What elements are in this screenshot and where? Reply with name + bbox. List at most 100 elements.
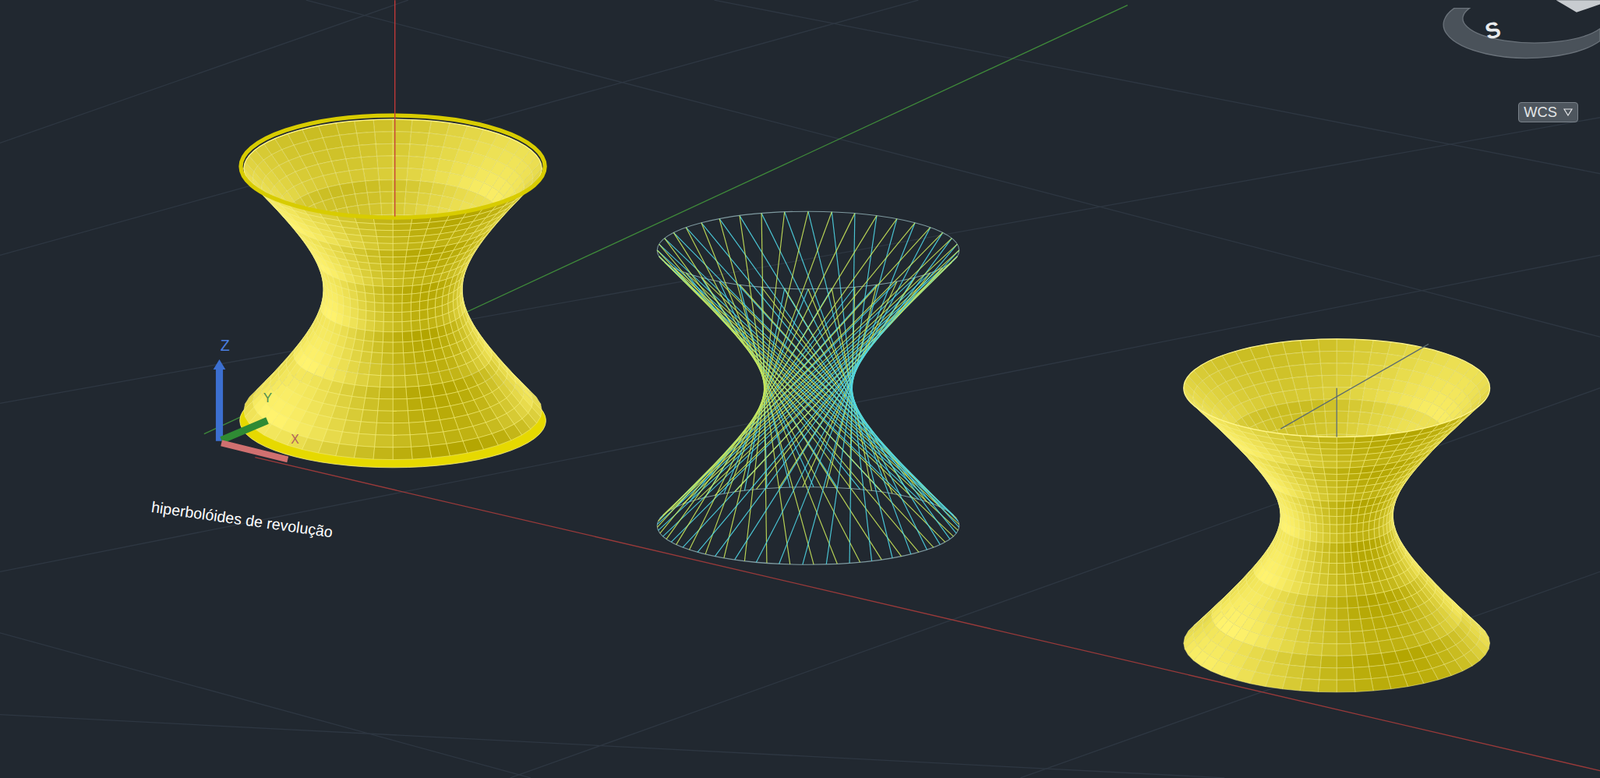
surface-facet xyxy=(377,410,394,424)
surface-facet xyxy=(355,328,366,341)
surface-facet xyxy=(356,318,367,330)
base-flange xyxy=(240,373,547,467)
surface-facet xyxy=(392,294,403,304)
ruling-line xyxy=(802,218,898,565)
surface-facet xyxy=(374,434,393,448)
surface-facet xyxy=(379,375,393,388)
surface-facet xyxy=(402,277,414,287)
surface-facet xyxy=(420,328,431,341)
surface-facet xyxy=(366,301,375,312)
surface-facet xyxy=(392,243,408,251)
surface-facet xyxy=(410,320,421,332)
surface-facet xyxy=(411,284,422,294)
surface-facet xyxy=(370,352,383,364)
surface-facet xyxy=(382,332,393,343)
surface-facet xyxy=(354,120,375,134)
surface-facet xyxy=(367,374,382,388)
surface-facet xyxy=(377,399,393,412)
surface-facet xyxy=(402,302,412,312)
ruling-line xyxy=(688,213,855,551)
surface-facet xyxy=(1336,363,1353,376)
surface-facet xyxy=(374,131,393,145)
surface-facet xyxy=(406,398,423,411)
surface-facet xyxy=(418,247,434,257)
surface-facet xyxy=(368,203,382,216)
surface-facet xyxy=(403,270,416,279)
surface-facet xyxy=(1336,387,1351,400)
grid-line xyxy=(510,388,1600,778)
ruling-line xyxy=(656,227,930,528)
surface-facet xyxy=(406,180,421,193)
surface-facet xyxy=(365,248,381,257)
hyperboloid-solid xyxy=(240,0,547,468)
surface-facet xyxy=(413,351,426,364)
surface-facet xyxy=(374,223,393,231)
hyperboloid-solid xyxy=(1183,339,1491,693)
ruling-line xyxy=(701,222,957,534)
surface-facet xyxy=(405,191,420,205)
ruling-line xyxy=(666,218,898,540)
surface-facet xyxy=(1352,351,1371,365)
ruling-line xyxy=(659,256,919,500)
ruling-line xyxy=(659,243,946,509)
surface-facet xyxy=(392,311,403,322)
surface-facet xyxy=(358,144,377,158)
surface-facet xyxy=(409,144,428,158)
surface-facet xyxy=(335,443,357,458)
surface-facet xyxy=(339,431,359,446)
surface-facet xyxy=(406,385,421,399)
surface-facet xyxy=(1324,410,1337,423)
surface-facet xyxy=(357,261,371,271)
surface-facet xyxy=(377,155,394,169)
surface-facet xyxy=(1319,350,1337,364)
surface-facet xyxy=(365,385,381,399)
surface-facet xyxy=(357,300,367,311)
surface-facet xyxy=(374,321,384,333)
surface-facet xyxy=(1353,339,1374,353)
ruling-line xyxy=(761,213,927,551)
surface-facet xyxy=(392,119,413,132)
surface-facet xyxy=(410,310,420,321)
surface-facet xyxy=(392,229,410,237)
grid-line xyxy=(714,0,1600,174)
top-rim xyxy=(240,115,545,218)
surface-facet xyxy=(410,301,420,312)
surface-facet xyxy=(360,268,372,278)
surface-facet xyxy=(407,409,425,424)
surface-facet xyxy=(412,276,424,286)
surface-facet xyxy=(392,321,403,333)
surface-facet xyxy=(406,168,423,181)
surface-facet xyxy=(381,263,393,272)
surface-facet xyxy=(392,143,410,156)
surface-facet xyxy=(365,180,381,193)
surface-facet xyxy=(360,155,378,170)
surface-facet xyxy=(367,255,382,264)
surface-facet xyxy=(403,203,417,216)
surface-facet xyxy=(373,285,384,294)
surface-facet xyxy=(362,276,374,286)
surface-facet xyxy=(422,408,440,422)
surface-facet xyxy=(392,271,404,280)
axis-line xyxy=(254,457,1600,771)
axis-line xyxy=(204,5,1128,435)
surface-facet xyxy=(413,268,426,278)
surface-facet xyxy=(374,311,385,322)
surface-facet xyxy=(379,256,393,264)
surface-facet xyxy=(377,236,394,244)
surface-facet xyxy=(381,203,393,216)
surface-facet xyxy=(405,255,420,264)
surface-facet xyxy=(427,317,437,329)
surface-facet xyxy=(342,226,362,236)
surface-facet xyxy=(403,262,417,271)
surface-facet xyxy=(352,247,368,257)
surface-facet xyxy=(402,331,413,343)
surface-facet xyxy=(377,167,393,181)
surface-facet xyxy=(420,318,430,330)
surface-facet xyxy=(342,420,362,435)
surface-facet xyxy=(1324,399,1338,411)
ruling-line xyxy=(719,218,951,540)
ruling-line xyxy=(671,243,958,509)
surface-facet xyxy=(1304,363,1322,377)
surface-facet xyxy=(375,143,393,156)
